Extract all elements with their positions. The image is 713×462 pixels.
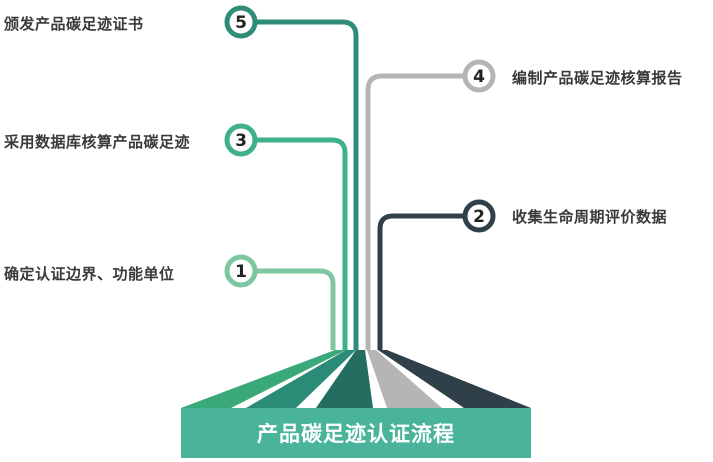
- step-badge-1: 1: [224, 254, 258, 288]
- step-label-5: 颁发产品碳足迹证书: [4, 15, 144, 33]
- connector-line-3: [255, 137, 348, 350]
- connector-line-4: [365, 73, 463, 350]
- step-label-2: 收集生命周期评价数据: [512, 208, 668, 226]
- step-number-5: 5: [235, 13, 247, 33]
- fan-wedge-3: [316, 350, 373, 408]
- diagram-title: 产品碳足迹认证流程: [257, 422, 455, 446]
- fan-wedge-4: [367, 350, 442, 408]
- fan-wedge-2: [246, 350, 356, 408]
- step-badge-2: 2: [462, 199, 496, 233]
- step-label-1: 确定认证边界、功能单位: [4, 265, 175, 283]
- fan-wedge-5: [378, 350, 531, 408]
- connector-line-1: [255, 268, 336, 350]
- step-number-3: 3: [235, 131, 247, 151]
- connector-line-2: [377, 213, 463, 350]
- step-number-2: 2: [473, 207, 485, 227]
- step-badge-4: 4: [462, 59, 496, 93]
- fan-wedge-1: [181, 350, 346, 408]
- step-number-4: 4: [473, 67, 485, 87]
- title-bar: 产品碳足迹认证流程: [181, 408, 531, 458]
- connector-line-5: [255, 19, 359, 350]
- step-number-1: 1: [235, 262, 247, 282]
- step-badge-3: 3: [224, 123, 258, 157]
- step-label-3: 采用数据库核算产品碳足迹: [4, 133, 191, 151]
- step-badge-5: 5: [224, 5, 258, 39]
- step-label-4: 编制产品碳足迹核算报告: [512, 69, 683, 87]
